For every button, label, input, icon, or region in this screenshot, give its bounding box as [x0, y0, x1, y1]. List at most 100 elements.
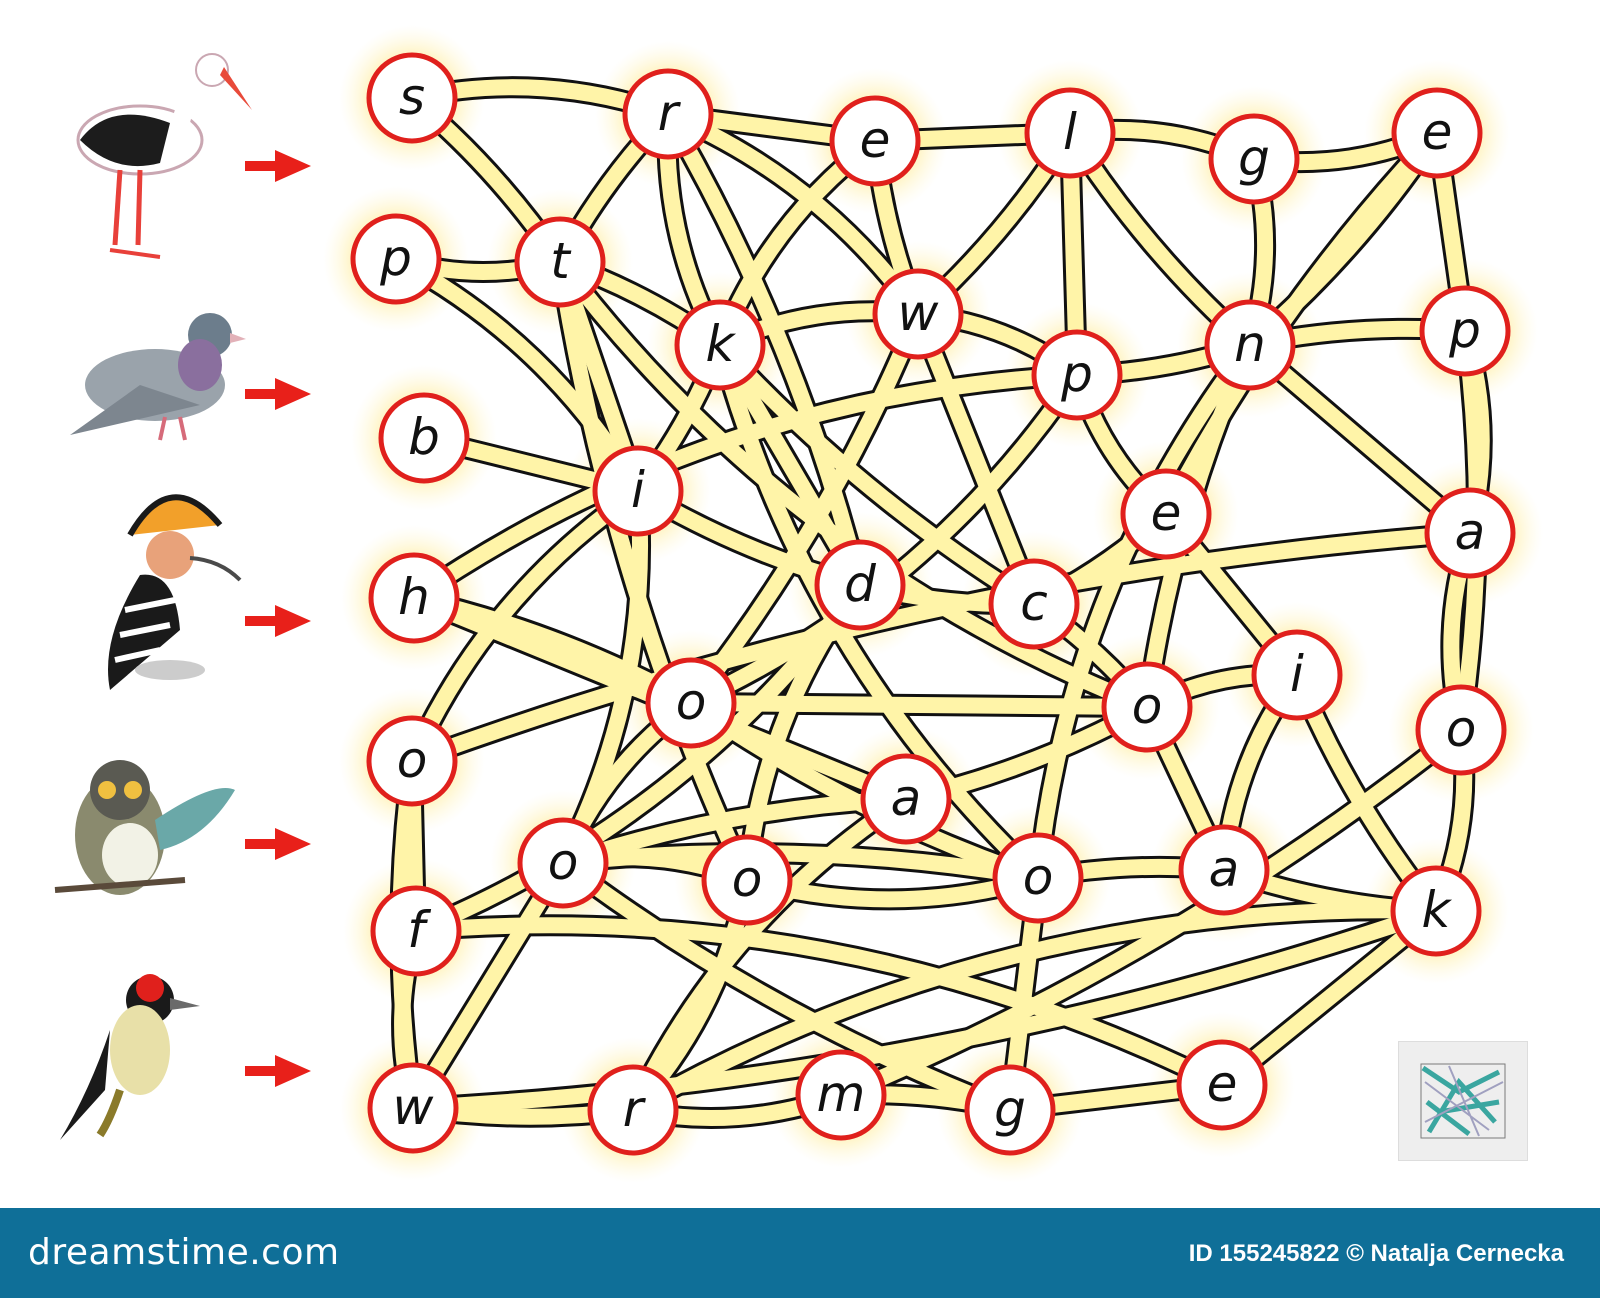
letter-node-n19[interactable]: d — [814, 539, 906, 631]
letter-node-circle[interactable] — [992, 832, 1084, 924]
letter-node-n2[interactable]: r — [622, 68, 714, 160]
letter-node-n22[interactable]: o — [1101, 661, 1193, 753]
letter-node-circle[interactable] — [368, 552, 460, 644]
maze-path[interactable] — [1030, 337, 1258, 886]
letter-node-circle[interactable] — [964, 1064, 1056, 1156]
letter-node-n11[interactable]: p — [1031, 329, 1123, 421]
letter-node-circle[interactable] — [517, 817, 609, 909]
letter-node-circle[interactable] — [674, 299, 766, 391]
letter-node-n32[interactable]: k — [1390, 865, 1482, 957]
letter-node-n29[interactable]: o — [992, 832, 1084, 924]
maze-path[interactable] — [404, 525, 1478, 769]
maze-path[interactable] — [408, 577, 868, 939]
letter-node-circle[interactable] — [1251, 629, 1343, 721]
letter-node-n13[interactable]: p — [1419, 285, 1511, 377]
letter-node-n7[interactable]: p — [350, 213, 442, 305]
maze-path[interactable] — [555, 791, 914, 871]
letter-node-circle[interactable] — [1120, 468, 1212, 560]
letter-node-n21[interactable]: o — [645, 657, 737, 749]
letter-node-n34[interactable]: r — [587, 1064, 679, 1156]
letter-node-n10[interactable]: w — [872, 268, 964, 360]
maze-path[interactable] — [1158, 125, 1445, 522]
letter-node-circle[interactable] — [1391, 87, 1483, 179]
maze-path[interactable] — [408, 917, 1230, 1093]
maze-path[interactable] — [683, 367, 1085, 711]
letter-node-circle[interactable] — [1024, 87, 1116, 179]
maze-path[interactable] — [555, 855, 1018, 1118]
letter-node-circle[interactable] — [814, 539, 906, 631]
footer-credit: ID 155245822 © Natalja Cernecka — [1188, 1240, 1564, 1267]
letter-node-n30[interactable]: a — [1178, 824, 1270, 916]
letter-node-circle[interactable] — [378, 392, 470, 484]
maze-path[interactable] — [683, 695, 1155, 715]
letter-node-circle[interactable] — [587, 1064, 679, 1156]
letter-node-n9[interactable]: k — [674, 299, 766, 391]
letter-node-label: r — [623, 1080, 647, 1138]
letter-node-label: p — [379, 229, 412, 287]
letter-node-circle[interactable] — [1178, 824, 1270, 916]
letter-node-circle[interactable] — [701, 834, 793, 926]
letter-node-n18[interactable]: h — [368, 552, 460, 644]
letter-node-circle[interactable] — [1390, 865, 1482, 957]
letter-node-n24[interactable]: o — [1415, 684, 1507, 776]
letter-node-n33[interactable]: w — [367, 1062, 459, 1154]
letter-node-circle[interactable] — [645, 657, 737, 749]
letter-node-n1[interactable]: s — [366, 52, 458, 144]
maze-path[interactable] — [405, 903, 1444, 1116]
letter-node-n37[interactable]: e — [1176, 1039, 1268, 1131]
letter-node-circle[interactable] — [367, 1062, 459, 1154]
letter-node-n4[interactable]: l — [1024, 87, 1116, 179]
letter-node-n12[interactable]: n — [1204, 299, 1296, 391]
letter-node-n16[interactable]: e — [1120, 468, 1212, 560]
letter-node-n8[interactable]: t — [514, 216, 606, 308]
letter-node-circle[interactable] — [1101, 661, 1193, 753]
footer-logo[interactable]: dreamstime.com — [28, 1232, 340, 1273]
letter-node-label: o — [1132, 677, 1163, 735]
letter-node-circle[interactable] — [1176, 1039, 1268, 1131]
letter-node-n6[interactable]: e — [1391, 87, 1483, 179]
letter-node-n25[interactable]: o — [366, 715, 458, 807]
letter-node-circle[interactable] — [1415, 684, 1507, 776]
maze-path[interactable] — [712, 337, 1042, 612]
letter-node-circle[interactable] — [860, 753, 952, 845]
letter-node-circle[interactable] — [1031, 329, 1123, 421]
letter-node-circle[interactable] — [622, 68, 714, 160]
letter-node-circle[interactable] — [1424, 487, 1516, 579]
letter-node-n31[interactable]: f — [370, 885, 462, 977]
letter-node-n14[interactable]: b — [378, 392, 470, 484]
letter-node-n27[interactable]: o — [517, 817, 609, 909]
letter-node-label: h — [398, 568, 430, 626]
letter-node-n3[interactable]: e — [829, 95, 921, 187]
letter-node-n28[interactable]: o — [701, 834, 793, 926]
letter-node-circle[interactable] — [872, 268, 964, 360]
letter-node-n15[interactable]: i — [592, 445, 684, 537]
maze-path[interactable] — [406, 367, 1085, 606]
letter-node-circle[interactable] — [829, 95, 921, 187]
letter-node-circle[interactable] — [514, 216, 606, 308]
letter-node-n26[interactable]: a — [860, 753, 952, 845]
letter-node-circle[interactable] — [350, 213, 442, 305]
letter-node-circle[interactable] — [795, 1049, 887, 1141]
letter-node-n35[interactable]: m — [795, 1049, 887, 1141]
letter-node-circle[interactable] — [1208, 113, 1300, 205]
letter-node-n23[interactable]: i — [1251, 629, 1343, 721]
letter-node-label: g — [1238, 129, 1270, 187]
maze-path[interactable] — [660, 106, 868, 593]
letter-node-circle[interactable] — [366, 52, 458, 144]
letter-node-n17[interactable]: a — [1424, 487, 1516, 579]
letter-node-circle[interactable] — [988, 558, 1080, 650]
maze-path[interactable] — [555, 845, 1046, 886]
maze-path[interactable] — [404, 483, 646, 769]
letter-node-circle[interactable] — [370, 885, 462, 977]
letter-node-n20[interactable]: c — [988, 558, 1080, 650]
letter-node-n5[interactable]: g — [1208, 113, 1300, 205]
letter-node-label: a — [891, 769, 922, 827]
letter-node-label: n — [1234, 315, 1266, 373]
letter-node-circle[interactable] — [1419, 285, 1511, 377]
maze-path[interactable] — [625, 902, 1444, 1118]
letter-node-circle[interactable] — [1204, 299, 1296, 391]
letter-node-circle[interactable] — [592, 445, 684, 537]
letter-node-n36[interactable]: g — [964, 1064, 1056, 1156]
letter-node-circle[interactable] — [366, 715, 458, 807]
